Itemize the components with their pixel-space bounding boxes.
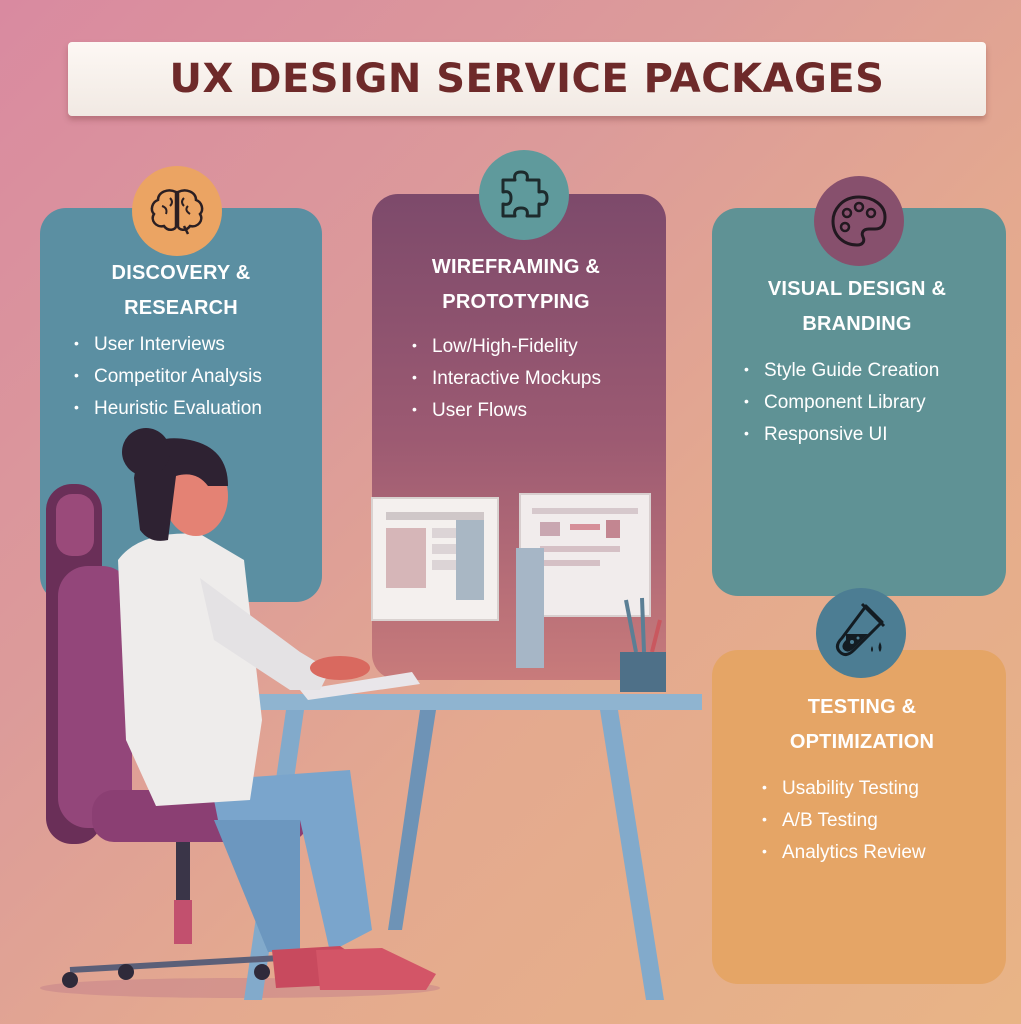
list-item: Responsive UI <box>744 418 939 450</box>
monitor-right <box>516 493 651 668</box>
list-item: A/B Testing <box>762 804 926 836</box>
monitor-left <box>371 497 499 621</box>
card-heading-line: TESTING & <box>807 696 917 718</box>
test-tube-icon <box>835 602 886 657</box>
list-item: Heuristic Evaluation <box>74 392 262 424</box>
card-heading-line: PROTOTYPING <box>442 291 590 313</box>
feature-list: User Interviews Competitor Analysis Heur… <box>74 328 262 424</box>
card-heading: VISUAL DESIGN & BRANDING <box>712 272 1002 342</box>
list-item: User Flows <box>412 394 601 426</box>
designer-person <box>118 428 436 990</box>
card-heading: TESTING & OPTIMIZATION <box>712 690 1012 760</box>
card-visual-design-branding: VISUAL DESIGN & BRANDING Style Guide Cre… <box>712 208 1006 596</box>
palette-icon-circle <box>814 176 904 266</box>
brain-icon-circle <box>132 166 222 256</box>
pen-holder <box>620 597 666 692</box>
card-heading-line: DISCOVERY & <box>111 262 251 284</box>
feature-list: Low/High-Fidelity Interactive Mockups Us… <box>412 330 601 426</box>
list-item: Competitor Analysis <box>74 360 262 392</box>
list-item: Usability Testing <box>762 772 926 804</box>
card-heading: DISCOVERY & RESEARCH <box>40 256 322 326</box>
card-heading-line: BRANDING <box>802 313 912 335</box>
list-item: Style Guide Creation <box>744 354 939 386</box>
card-heading-line: WIREFRAMING & <box>431 256 601 278</box>
puzzle-icon <box>501 170 549 218</box>
palette-icon <box>831 195 887 247</box>
page-title: UX DESIGN SERVICE PACKAGES <box>169 56 885 102</box>
feature-list: Style Guide Creation Component Library R… <box>744 354 939 450</box>
card-testing-optimization: TESTING & OPTIMIZATION Usability Testing… <box>712 650 1006 984</box>
list-item: Interactive Mockups <box>412 362 601 394</box>
puzzle-icon-circle <box>479 150 569 240</box>
card-heading-line: OPTIMIZATION <box>789 731 935 753</box>
brain-icon <box>150 189 204 235</box>
card-heading-line: RESEARCH <box>124 297 238 319</box>
title-banner: UX DESIGN SERVICE PACKAGES <box>68 42 986 116</box>
list-item: User Interviews <box>74 328 262 360</box>
card-heading: WIREFRAMING & PROTOTYPING <box>372 250 660 320</box>
list-item: Analytics Review <box>762 836 926 868</box>
feature-list: Usability Testing A/B Testing Analytics … <box>762 772 926 868</box>
card-heading-line: VISUAL DESIGN & <box>767 278 947 300</box>
list-item: Low/High-Fidelity <box>412 330 601 362</box>
test-tube-icon-circle <box>816 588 906 678</box>
list-item: Component Library <box>744 386 939 418</box>
